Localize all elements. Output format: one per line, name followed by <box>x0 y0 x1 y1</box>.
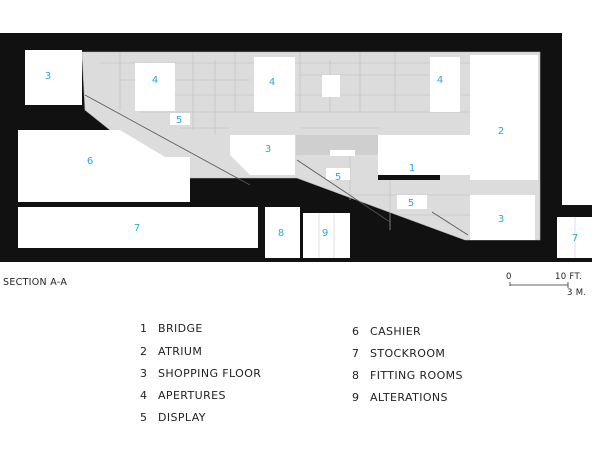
room-label: 3 <box>45 71 51 82</box>
room-label: 6 <box>87 156 93 167</box>
room-label: 5 <box>176 115 182 126</box>
room-label: 9 <box>322 228 328 239</box>
room-labels: 3 4 4 4 5 2 3 6 1 5 5 3 7 8 9 7 <box>45 71 578 244</box>
bridge-slab <box>378 175 440 180</box>
central-stone-grid <box>296 135 381 155</box>
section-title: SECTION A-A <box>3 277 68 288</box>
scale-zero: 0 <box>506 272 512 282</box>
openings <box>25 50 538 240</box>
room-label: 5 <box>408 198 414 209</box>
room-label: 7 <box>572 233 578 244</box>
room-label: 4 <box>269 77 275 88</box>
scale-bar <box>509 282 569 288</box>
handrails <box>84 94 469 236</box>
scale-feet: 10 FT. <box>555 272 582 282</box>
room-label: 4 <box>437 75 443 86</box>
room-label: 3 <box>498 214 504 225</box>
room-dividers <box>318 213 576 258</box>
room-label: 3 <box>265 144 271 155</box>
lower-rooms <box>18 130 592 258</box>
room-label: 5 <box>335 172 341 183</box>
room-label: 4 <box>152 75 158 86</box>
scale-meters: 3 M. <box>567 288 587 298</box>
room-label: 1 <box>409 163 415 174</box>
stone-panel-joints <box>100 52 470 230</box>
room-label: 8 <box>278 228 284 239</box>
room-label: 7 <box>134 223 140 234</box>
room-label: 2 <box>498 126 504 137</box>
section-drawing: 3 4 4 4 5 2 3 6 1 5 5 3 7 8 9 7 <box>0 33 592 288</box>
